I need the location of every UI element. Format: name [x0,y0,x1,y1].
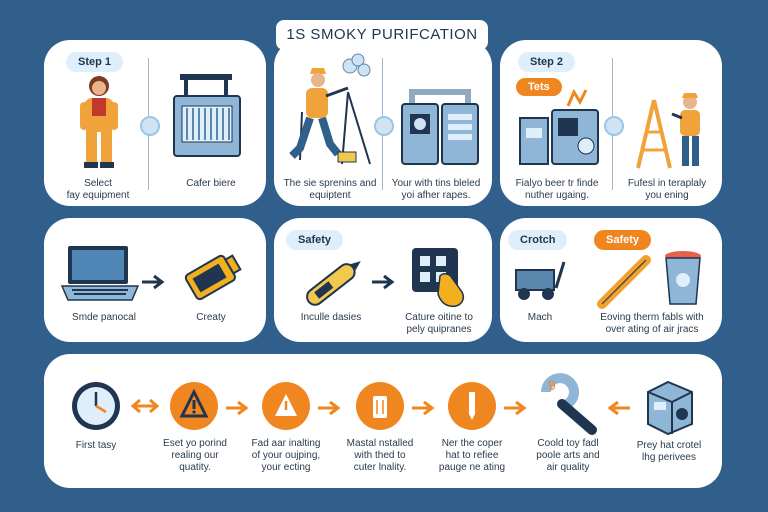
caption-fialyo: Fialyo beer tr finde nuther ugaing. [515,178,599,201]
safety-tag-mid: Safety [286,230,344,250]
caption-ner: Ner the coper hat to refiee pauge ne ati… [438,438,506,473]
arrow-right-icon [226,400,249,416]
worker-sprayer-icon [289,53,371,165]
worker-ladder-icon [636,93,700,169]
industrial-machine-icon [401,89,479,165]
clock-icon [72,382,120,430]
svg-text:9: 9 [548,377,556,393]
arrow-right-icon [142,274,165,290]
gas-detector-icon [306,261,361,306]
arrow-right-icon [372,274,395,290]
arrow-right-icon [504,400,527,416]
testing-machine-icon [519,88,599,165]
double-arrow-icon [130,398,160,414]
filter-cartridge-icon [184,254,242,301]
arrow-right-icon [318,400,341,416]
caption-fufesl: Fufesl in teraplaly you ening [627,178,707,201]
caption-fad: Fad aar inalting of your oujping, your e… [251,438,321,473]
caption-cature-oitine: Cature oitine to pely quipranes [405,312,473,335]
filter-canister-icon [356,382,404,430]
arrow-right-icon [412,400,435,416]
connector-dot [604,116,624,136]
purifier-box-icon [647,380,693,436]
step1-tag: Step 1 [66,52,124,72]
caption-eoving: Eoving therm fabls with over ating of ai… [600,312,704,335]
purifier-unit-icon [173,74,241,157]
caption-eset: Eset yo porind realing our quatity. [163,438,227,473]
cart-icon [515,261,566,300]
warning-icon [170,382,218,430]
wrench-icon: 9 [541,373,597,435]
alert-triangle-icon [262,382,310,430]
cup-icon [665,251,701,305]
arrow-left-icon [607,400,630,416]
safety-tag-right: Safety [594,230,652,250]
pencil-icon [448,382,496,430]
filter-rod-icon [597,255,651,309]
caption-cafer-biere: Cafer biere [186,178,236,189]
caption-creaty: Creaty [196,312,226,323]
tets-tag: Tets [516,78,562,96]
laptop-icon [60,246,140,301]
caption-mastal: Mastal nstalled with thed to cuter lnali… [346,438,414,473]
caption-sprayer: The sie sprenins and equiptent [283,178,377,201]
caption-tins-bleled: Your with tins bleled yoi afher rapes. [391,178,481,201]
crotch-tag: Crotch [508,230,568,250]
step2-tag: Step 2 [518,52,576,72]
caption-inculle-dasies: Inculle dasies [300,312,362,323]
caption-select-equipment: Select fay equipment [66,178,130,201]
caption-coold: Coold toy fadl poole arts and air qualit… [536,438,600,473]
caption-first-tasy: First tasy [75,440,117,451]
worker-icon [80,76,118,168]
caption-mach: Mach [527,312,553,323]
connector-dot [140,116,160,136]
caption-smde-panocal: Smde panocal [72,312,136,323]
control-panel-hand-icon [412,248,464,308]
connector-dot [374,116,394,136]
caption-prey: Prey hat crotel lhg perivees [636,440,702,463]
